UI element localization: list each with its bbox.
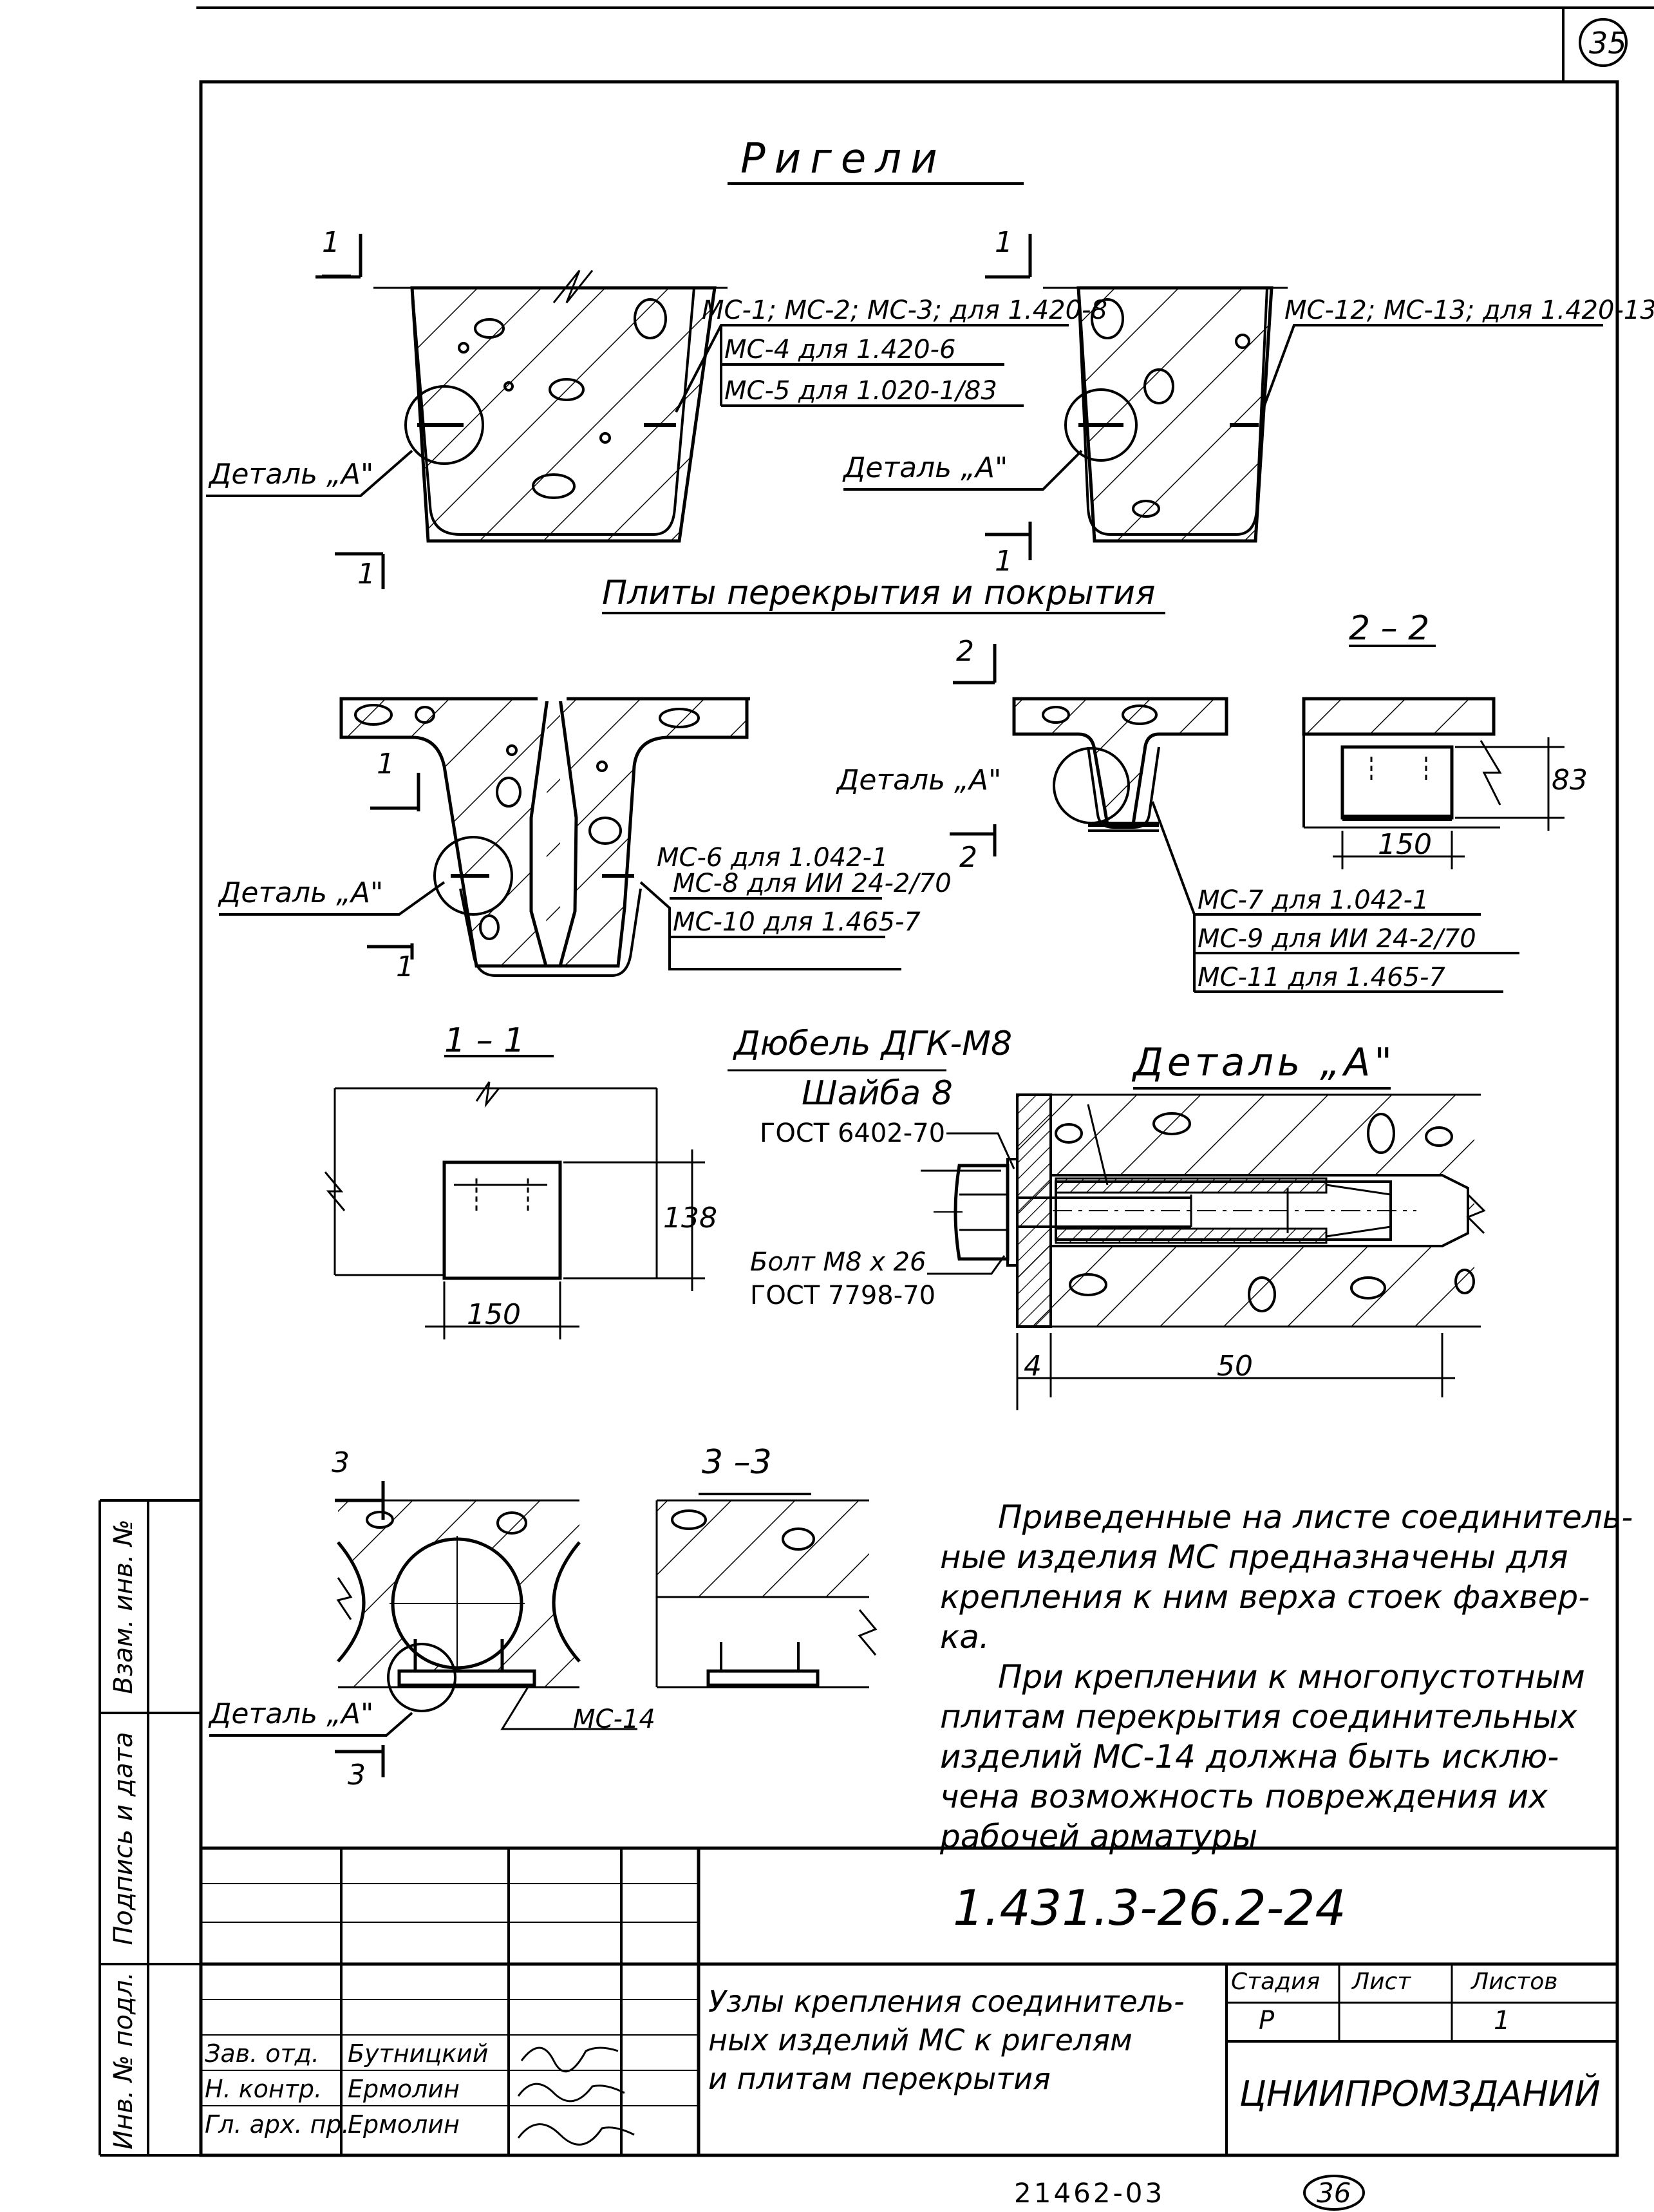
section-2-2-title: 2 – 2 [1349,609,1430,648]
marker-3: 3 [332,1446,350,1479]
section-2-2 [1302,697,1565,869]
dim-150: 150 [467,1298,521,1331]
dim-83: 83 [1552,764,1588,797]
marker-1: 1 [396,950,414,983]
detail-a-drawing [934,1093,1486,1410]
role-name: Бутницкий [348,2039,489,2068]
sheet-frame [99,6,1654,2157]
marker-1: 1 [357,558,375,591]
side-stamp: Взам. инв. № [109,1519,138,1694]
callout-plita-left-1: МС-6 для 1.042-1 [657,843,888,873]
role-name: Ермолин [348,2110,460,2139]
callout-rigel-left-3: МС-5 для 1.020-1/83 [724,376,997,406]
signature-3 [517,2123,635,2146]
note-line: чена возможность повреждения их [940,1778,1548,1815]
marker-2: 2 [956,635,974,668]
sheet-label: Лист [1352,1969,1411,1995]
callout-washer-gost: ГОСТ 6402-70 [760,1119,946,1148]
callout-bolt: Болт М8 х 26 [750,1247,926,1277]
dim-50: 50 [1217,1350,1253,1383]
stage-label: Стадия [1231,1969,1320,1995]
marker-2: 2 [959,841,977,874]
detail-a-marker: Деталь „А" [209,458,374,491]
callout-plita-left-3: МС-10 для 1.465-7 [673,907,921,937]
signature-2 [517,2083,625,2103]
stage-value: Р [1259,2006,1275,2036]
archive-code: 21462-03 [1014,2177,1165,2209]
drawing-code: 1.431.3-26.2-24 [953,1879,1346,1936]
rigel-left-section [373,270,728,543]
side-stamp: Подпись и дата [109,1732,138,1945]
description-line: Узлы крепления соединитель- [708,1984,1185,2019]
marker-1: 1 [322,226,340,259]
note-line: При креплении к многопустотным [998,1658,1585,1696]
side-stamp: Инв. № подл. [109,1972,138,2150]
callout-plita-left-2: МС-8 для ИИ 24-2/70 [673,869,952,898]
detail-a-marker: Деталь „А" [219,876,384,909]
marker-3: 3 [348,1759,366,1791]
corner-number: 35 [1589,26,1627,61]
section-1-1 [324,1081,705,1339]
callout-plita-right-1: МС-7 для 1.042-1 [1198,885,1429,915]
dim-4: 4 [1024,1350,1042,1383]
callout-dowel: Дюбель ДГК-М8 [734,1025,1013,1063]
marker-1: 1 [995,226,1013,259]
role-label: Гл. арх. пр. [205,2110,350,2139]
callout-washer: Шайба 8 [802,1074,953,1113]
plita-center-section [1012,697,1228,832]
note-line: рабочей арматуры [940,1818,1258,1855]
callout-mc14: МС-14 [573,1705,655,1734]
rigel-right-section [1043,286,1288,543]
note-line: плитам перекрытия соединительных [940,1698,1577,1735]
callout-rigel-left-2: МС-4 для 1.420-6 [724,335,956,364]
plity-title: Плиты перекрытия и покрытия [602,574,1156,612]
callout-plita-right-3: МС-11 для 1.465-7 [1198,963,1445,992]
marker-1: 1 [995,545,1013,578]
description-line: и плитам перекрытия [708,2061,1051,2096]
note-line: крепления к ним верха стоек фахвер- [940,1578,1590,1616]
bottom-circle [1303,2175,1365,2211]
dim-150: 150 [1378,828,1432,861]
note-line: ка. [940,1618,990,1656]
section-3-3-title: 3 –3 [702,1443,772,1482]
role-label: Зав. отд. [205,2039,319,2068]
callout-rigel-left-1: МС-1; МС-2; МС-3; для 1.420-8 [702,296,1107,325]
section-3-3 [655,1499,878,1688]
note-line: Приведенные на листе соединитель- [998,1498,1633,1536]
organization: ЦНИИПРОМЗДАНИЙ [1239,2074,1601,2114]
role-name: Ермолин [348,2075,460,2103]
detail-a-marker: Деталь „А" [209,1697,374,1730]
plita-left-section [339,696,750,977]
description-line: ных изделий МС к ригелям [708,2023,1132,2057]
note-line: ные изделия МС предназначены для [940,1538,1568,1576]
callout-bolt-gost: ГОСТ 7798-70 [750,1281,936,1310]
section-1-1-title: 1 – 1 [444,1021,525,1060]
detail-a-marker: Деталь „А" [837,764,1002,797]
detail-a-title: Деталь „А" [1133,1040,1396,1085]
section-3-left [336,1499,581,1712]
bottom-number: 36 [1317,2177,1351,2209]
corner-circle [1579,18,1628,67]
marker-1: 1 [377,748,395,780]
rigeli-title: Ригели [740,135,946,183]
callout-plita-right-2: МС-9 для ИИ 24-2/70 [1198,924,1476,954]
callout-rigel-right: МС-12; МС-13; для 1.420-13 [1284,296,1654,325]
dim-138: 138 [663,1202,717,1234]
detail-a-marker: Деталь „А" [843,451,1008,484]
sheets-value: 1 [1494,2006,1510,2036]
sheets-label: Листов [1471,1969,1558,1995]
role-label: Н. контр. [205,2075,323,2103]
note-line: изделий МС-14 должна быть исклю- [940,1738,1559,1775]
title-block-grid [201,1846,1617,2155]
signature-1 [520,2047,619,2073]
